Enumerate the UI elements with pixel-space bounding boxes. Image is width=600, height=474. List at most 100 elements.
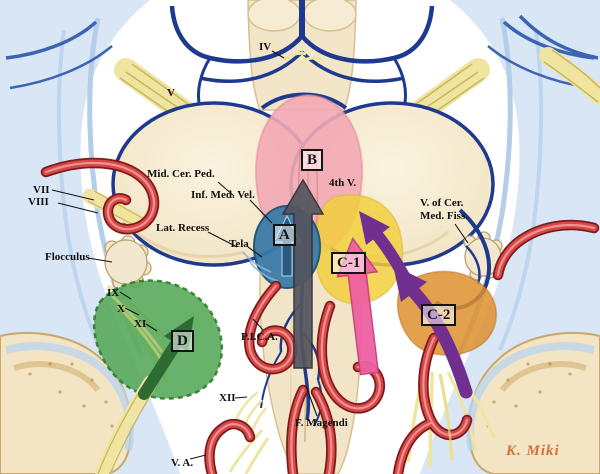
bone-dot — [548, 362, 552, 366]
route-label-a: A — [273, 224, 296, 246]
route-label-b: B — [301, 149, 324, 171]
bone-dot — [48, 362, 52, 366]
label-flocculus: Flocculus — [45, 251, 90, 263]
colliculus-left — [247, 0, 301, 32]
label-v-of-cer-med-fiss: V. of Cer. Med. Fiss. — [420, 197, 468, 222]
cn-iv-nerve — [297, 56, 323, 66]
approach-arrow-dark — [281, 178, 325, 369]
nerve-fiber-over — [438, 373, 454, 461]
dura-fold — [498, 29, 544, 351]
cn-vii-viii-bundle — [82, 188, 150, 232]
vein — [260, 351, 282, 409]
vein — [9, 45, 113, 90]
vein — [300, 5, 435, 64]
bone-dot — [514, 404, 518, 408]
bone-dot — [70, 362, 74, 366]
vein — [196, 57, 212, 109]
bone-ridge — [499, 361, 587, 392]
pointer-line — [87, 257, 113, 263]
label-cn-iv: IV — [259, 41, 272, 53]
pointer-lines — [51, 50, 469, 460]
tela-strand — [249, 261, 279, 282]
approach-arrow-purple-shaft — [407, 285, 473, 399]
pointer-line — [51, 189, 95, 201]
vein — [5, 20, 98, 60]
pointer-line — [234, 396, 248, 399]
pointer-line — [252, 318, 264, 331]
vein — [199, 50, 304, 84]
nerve-fiber — [446, 371, 478, 453]
bone-dot — [82, 404, 86, 408]
vein — [169, 5, 304, 64]
vein — [518, 14, 599, 60]
bone-dot — [58, 390, 62, 394]
bone-dot — [526, 362, 530, 366]
pointer-line — [207, 231, 238, 248]
label-cn-x: X — [117, 303, 125, 315]
vein — [392, 57, 408, 109]
pointer-line — [124, 307, 140, 316]
cn-iv-nerve — [283, 51, 307, 62]
route-label-c2: C-2 — [421, 304, 457, 326]
trochlear-nerves — [283, 51, 323, 66]
nerve-band — [539, 47, 600, 105]
superior-veins — [169, 0, 435, 110]
hemisphere-shade — [135, 230, 245, 259]
nerve-fiber — [551, 49, 600, 89]
bone-dot — [492, 400, 496, 404]
bone-dot — [110, 424, 114, 428]
label-cn-vii: VII — [33, 184, 50, 196]
pointer-line — [57, 202, 99, 214]
pointer-line — [454, 223, 469, 244]
artist-signature: K. Miki — [506, 443, 560, 459]
approach-arrow-purple2-shaft — [372, 230, 410, 282]
arteries — [209, 225, 594, 474]
nerve-fiber-through — [111, 294, 164, 353]
label-f-magendi: F. Magendi — [295, 417, 348, 429]
label-cn-v: V — [167, 87, 175, 99]
pointer-line — [249, 199, 273, 224]
nerve-fiber — [228, 429, 264, 473]
approach-arrow-purple2-head — [359, 211, 390, 245]
label-cn-viii: VIII — [28, 196, 49, 208]
bone-dot — [104, 400, 108, 404]
pointer-line — [119, 291, 132, 300]
label-cn-xi: XI — [134, 318, 147, 330]
vein — [465, 245, 481, 285]
tela-strand — [242, 251, 272, 273]
dura-fold — [56, 29, 102, 351]
pointer-line — [305, 385, 318, 417]
vein — [300, 50, 405, 84]
nerve-fiber — [109, 385, 157, 474]
label-line: Med. Fiss. — [420, 209, 468, 222]
bone-dot — [28, 372, 32, 376]
pointer-line — [217, 181, 235, 197]
label-fourth-v: 4th V. — [329, 177, 357, 189]
label-line: V. of Cer. — [420, 197, 464, 209]
nerve-band — [82, 188, 150, 232]
pointer-line — [189, 454, 207, 460]
colliculus-right — [303, 0, 357, 32]
bone-structures — [0, 331, 600, 474]
label-tela: Tela — [229, 238, 249, 250]
cn-xii-rootlet — [234, 391, 259, 421]
pointer-line — [145, 323, 158, 332]
approach-arrow-green-shaft — [138, 338, 182, 400]
bone-ridge — [13, 361, 101, 392]
label-vertebral-artery: V. A. — [171, 457, 194, 469]
pointer-line — [247, 246, 263, 258]
label-mid-cer-ped: Mid. Cer. Ped. — [147, 168, 215, 180]
nerve-fiber — [93, 190, 145, 220]
label-pica: P.I.C.A. — [241, 331, 278, 343]
label-cn-xii: XII — [219, 392, 236, 404]
label-cn-ix: IX — [107, 287, 120, 299]
route-label-d: D — [171, 330, 194, 352]
label-lat-recess: Lat. Recess — [156, 222, 210, 234]
bone-dot — [506, 378, 510, 382]
nerve-fiber — [244, 437, 270, 474]
vein — [502, 20, 595, 60]
label-inf-med-vel: Inf. Med. Vel. — [191, 189, 255, 201]
route-label-c1: C-1 — [331, 252, 367, 274]
